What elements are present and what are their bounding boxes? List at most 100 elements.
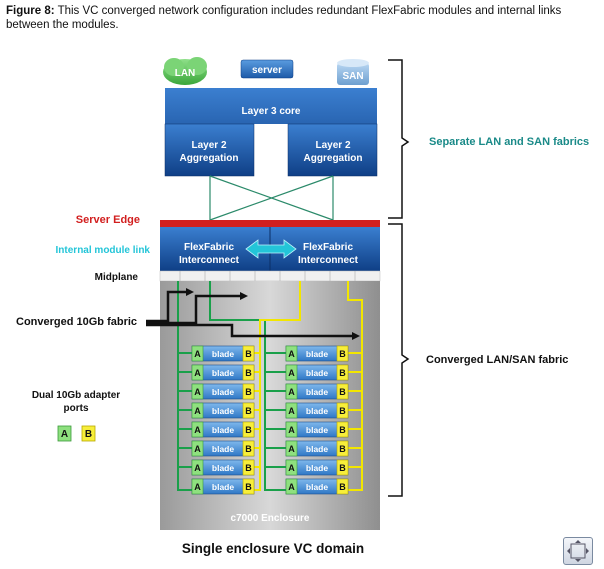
midplane-label: Midplane bbox=[95, 272, 139, 283]
blade-port-a-label: A bbox=[194, 368, 201, 378]
figure-caption: Figure 8: This VC converged network conf… bbox=[6, 4, 586, 32]
brace-converged-fabric bbox=[388, 223, 410, 497]
legend-port-a: A bbox=[57, 425, 72, 442]
converged-lan-san-label: Converged LAN/SAN fabric bbox=[426, 354, 568, 366]
lan-label: LAN bbox=[175, 68, 196, 79]
lan-cloud-icon: LAN bbox=[163, 57, 207, 85]
blade-port-b bbox=[336, 478, 349, 495]
blade-port-b-label: B bbox=[245, 368, 252, 378]
blade-port-a bbox=[191, 440, 204, 457]
agg-left-line2: Aggregation bbox=[180, 153, 239, 164]
converged-fabric-arrows bbox=[146, 290, 352, 338]
figure-label: Figure 8: bbox=[6, 5, 55, 17]
blade-port-a bbox=[285, 364, 298, 381]
blade-port-a bbox=[285, 440, 298, 457]
internal-link-label: Internal module link bbox=[56, 245, 151, 256]
blade-port-b-label: B bbox=[245, 463, 252, 473]
separate-fabrics-label: Separate LAN and SAN fabrics bbox=[429, 136, 589, 148]
blade-port-b-label: B bbox=[339, 444, 346, 454]
midplane-bar bbox=[159, 270, 381, 282]
blade-label: blade bbox=[212, 406, 234, 416]
blade-port-a-label: A bbox=[288, 482, 295, 492]
blade-port-b-label: B bbox=[339, 463, 346, 473]
blade-port-a bbox=[285, 459, 298, 476]
blade-label: blade bbox=[306, 387, 328, 397]
blade-port-b-label: B bbox=[245, 349, 252, 359]
blade-port-b bbox=[242, 478, 255, 495]
blade-port-a bbox=[285, 402, 298, 419]
san-storage-icon: SAN bbox=[337, 59, 369, 85]
blade-port-b bbox=[336, 440, 349, 457]
internal-link-arrow bbox=[245, 239, 297, 259]
blade-port-b bbox=[242, 440, 255, 457]
blade-port-b bbox=[242, 383, 255, 400]
blade-port-a-label: A bbox=[288, 425, 295, 435]
server-label: server bbox=[252, 65, 282, 76]
blade-port-b-label: B bbox=[245, 482, 252, 492]
blade-port-b bbox=[336, 364, 349, 381]
blade-port-a-label: A bbox=[288, 463, 295, 473]
blade-label: blade bbox=[212, 425, 234, 435]
blade-port-b bbox=[242, 421, 255, 438]
blade-label: blade bbox=[306, 463, 328, 473]
module-right-line2: Interconnect bbox=[298, 255, 359, 266]
caption-text: This VC converged network configuration … bbox=[6, 5, 562, 31]
blade-port-a bbox=[285, 345, 298, 362]
blade-port-a-label: A bbox=[194, 444, 201, 454]
blade-port-b-label: B bbox=[245, 425, 252, 435]
agg-left-line1: Layer 2 bbox=[191, 140, 226, 151]
blade-label: blade bbox=[306, 482, 328, 492]
blade-port-a bbox=[191, 478, 204, 495]
layer3-core-label: Layer 3 core bbox=[242, 106, 301, 117]
blade-label: blade bbox=[306, 406, 328, 416]
san-label: SAN bbox=[342, 71, 363, 82]
blade-port-a bbox=[191, 402, 204, 419]
svg-text:A: A bbox=[61, 429, 68, 440]
blade-port-b-label: B bbox=[245, 444, 252, 454]
blade-label: blade bbox=[306, 444, 328, 454]
blade-port-a-label: A bbox=[194, 387, 201, 397]
converged-fabric-label: Converged 10Gb fabric bbox=[16, 316, 137, 328]
layer3-core-block: Layer 3 core Layer 2 Aggregation Layer 2… bbox=[164, 88, 378, 177]
enclosure-label: c7000 Enclosure bbox=[231, 513, 310, 524]
domain-title: Single enclosure VC domain bbox=[182, 541, 364, 556]
blade-port-b-label: B bbox=[339, 387, 346, 397]
blade-port-b bbox=[336, 345, 349, 362]
blade-port-a bbox=[191, 364, 204, 381]
blade-port-b bbox=[242, 402, 255, 419]
blade-label: blade bbox=[306, 368, 328, 378]
blade-port-b-label: B bbox=[339, 406, 346, 416]
module-right-line1: FlexFabric bbox=[303, 242, 353, 253]
yellow-links bbox=[252, 281, 363, 491]
uplink-lines bbox=[209, 175, 334, 221]
blade-port-a bbox=[191, 383, 204, 400]
server-icon: server bbox=[240, 59, 294, 79]
blade-port-a-label: A bbox=[288, 406, 295, 416]
blade-port-a-label: A bbox=[288, 349, 295, 359]
blade-port-b bbox=[336, 421, 349, 438]
fullscreen-button[interactable] bbox=[563, 537, 593, 565]
brace-separate-fabrics bbox=[388, 59, 410, 219]
blade-label: blade bbox=[212, 387, 234, 397]
blade-label: blade bbox=[212, 463, 234, 473]
svg-text:B: B bbox=[85, 429, 92, 440]
blade-port-b bbox=[336, 402, 349, 419]
blade-port-b bbox=[336, 459, 349, 476]
blade-port-b-label: B bbox=[339, 425, 346, 435]
server-edge-bar bbox=[160, 220, 380, 227]
blade-port-a bbox=[191, 345, 204, 362]
